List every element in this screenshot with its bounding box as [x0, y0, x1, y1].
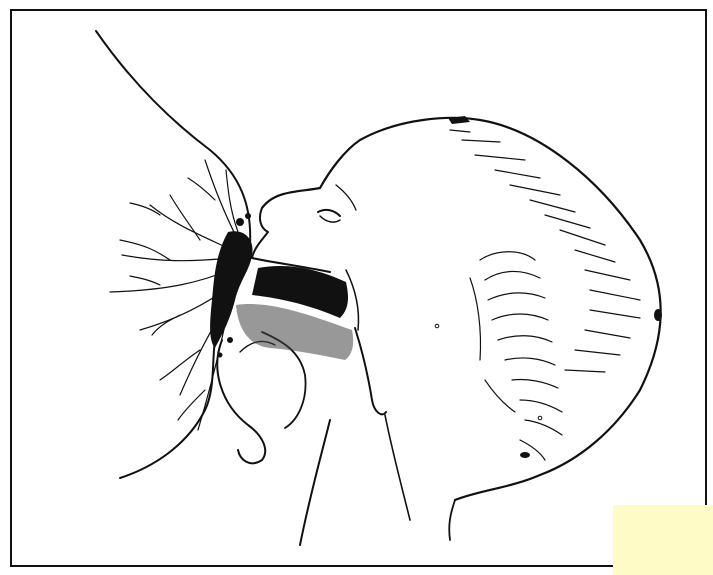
baby-eye — [318, 210, 340, 216]
breast-lower-outline — [120, 340, 215, 478]
baby-nose — [252, 208, 268, 258]
baby-hand — [217, 340, 265, 463]
baby-chin — [355, 328, 386, 414]
baby-neck — [300, 420, 330, 545]
baby-shoulder — [449, 500, 455, 540]
areola-ink — [210, 213, 252, 358]
sticky-note-box — [613, 505, 713, 575]
baby-hair — [450, 130, 640, 460]
breast-outline — [96, 31, 250, 245]
